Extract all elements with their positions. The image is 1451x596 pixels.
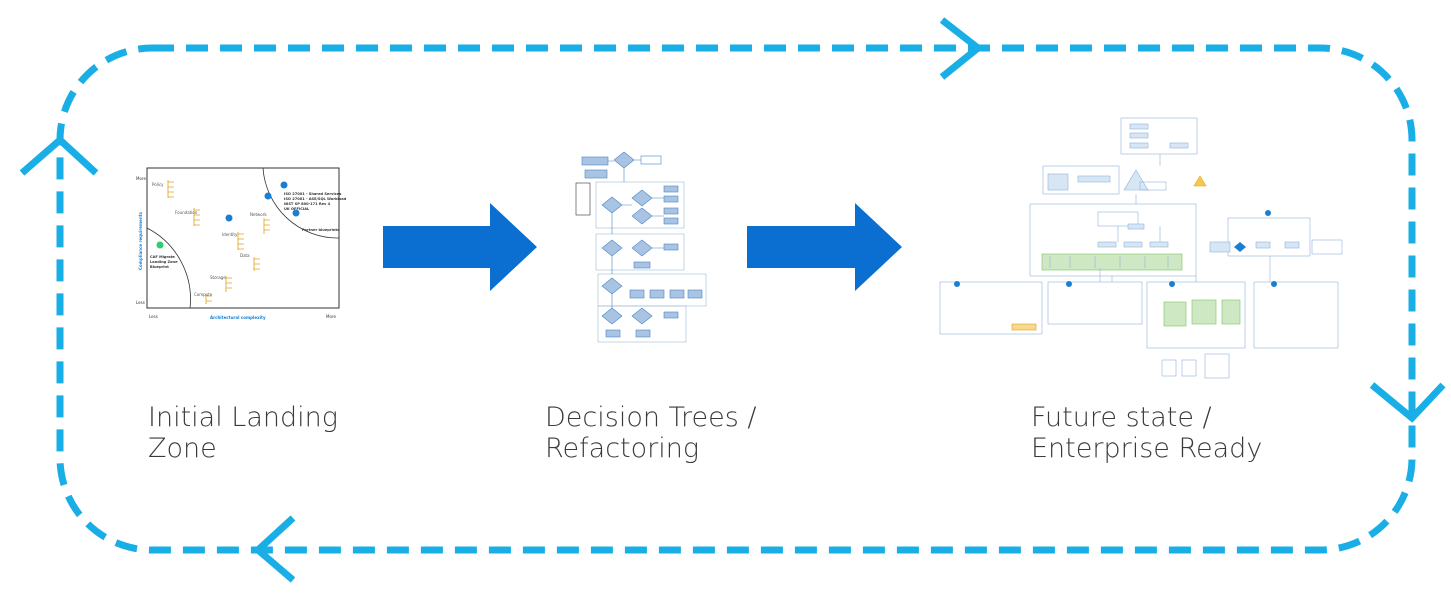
stage-caption-line-1: Initial Landing (148, 402, 338, 433)
x-low-label: Less (149, 314, 158, 319)
y-axis-label: Compliance requirements (138, 211, 143, 270)
loop-chevron-right-icon (939, 17, 984, 80)
y-high-label: More (136, 176, 146, 181)
zone-left-line-1: CAF Migrate (150, 255, 175, 259)
node-network: Network (250, 212, 267, 217)
process-arrow-2 (747, 203, 902, 291)
stage-caption-initial-landing-zone: Initial Landing Zone (148, 402, 338, 464)
zone-left-line-2: Landing Zone (150, 260, 178, 264)
marker-icon (292, 209, 300, 217)
enterprise-architecture-thumbnail (939, 117, 1343, 379)
landing-zone-thumbnail: Policy Foundation Identity Network Data … (136, 167, 347, 320)
marker-icon (156, 241, 164, 249)
stage-caption-line-1: Decision Trees / (545, 402, 757, 433)
node-identity: Identity (222, 232, 238, 237)
marker-icon (280, 181, 288, 189)
loop-chevron-up-icon (19, 135, 99, 176)
stage-caption-line-2: Zone (148, 433, 217, 464)
x-high-label: More (326, 314, 336, 319)
zone-right-line-1: ISO 27001 - Shared Services (284, 192, 341, 196)
node-policy: Policy (152, 182, 164, 187)
marker-icon (225, 214, 233, 222)
node-foundation: Foundation (175, 210, 198, 215)
partner-label: Partner blueprints (302, 228, 339, 232)
node-storage: Storage (210, 275, 226, 280)
cycle-loop (56, 44, 1416, 554)
marker-icon (264, 192, 272, 200)
node-compute: Compute (194, 292, 213, 297)
zone-right-line-3: NIST SP 800-171 Rev 4 (284, 202, 331, 206)
decision-tree-thumbnail (575, 151, 707, 343)
stage-caption-line-2: Refactoring (545, 433, 700, 464)
loop-chevron-down-icon (1369, 382, 1446, 423)
process-arrow-1 (383, 203, 537, 291)
zone-right-line-4: UK OFFICIAL (284, 207, 310, 211)
stage-caption-line-2: Enterprise Ready (1031, 433, 1263, 464)
loop-chevron-left-icon (252, 515, 296, 583)
zone-right-line-2: ISO 27001 - ASE/SQL Workload (284, 197, 347, 201)
stage-caption-decision-trees: Decision Trees / Refactoring (545, 402, 757, 464)
node-data: Data (240, 253, 250, 258)
y-low-label: Less (136, 300, 145, 305)
zone-left-line-3: Blueprint (150, 265, 169, 269)
stage-caption-future-state: Future state / Enterprise Ready (1031, 402, 1262, 464)
stage-caption-line-1: Future state / (1031, 402, 1212, 433)
x-axis-label: Architectural complexity (210, 315, 266, 320)
